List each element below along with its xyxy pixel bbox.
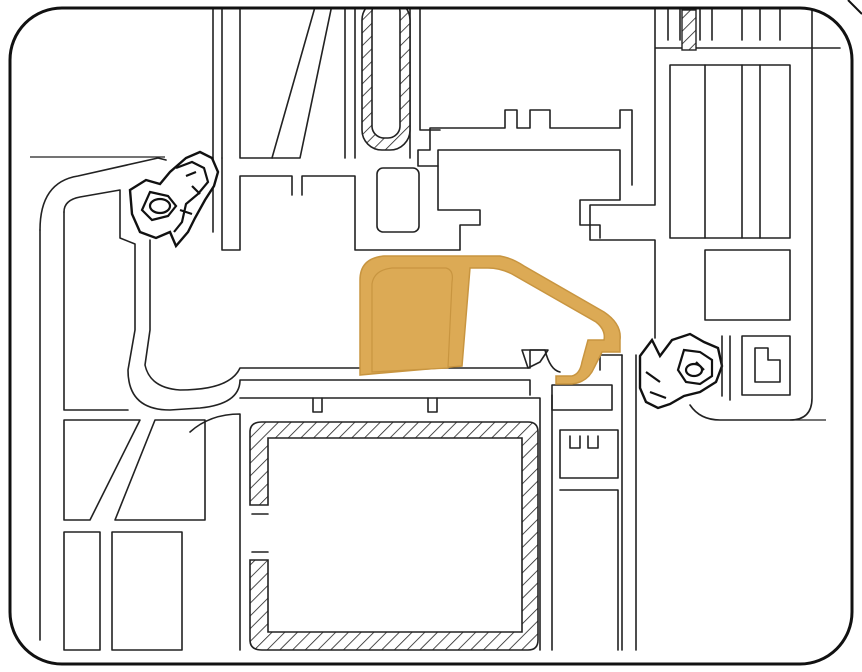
gasket-seal-left [128, 150, 220, 249]
frame-far-right-profile [589, 8, 841, 421]
thermal-insert [359, 255, 621, 385]
sash-upper-profile [212, 8, 633, 251]
profile-drawing [30, 8, 841, 651]
gasket-seal-right [638, 332, 731, 410]
frame-corner-mark [847, 0, 862, 15]
outer-frame-profile [39, 157, 561, 651]
frame-right-profile [521, 349, 637, 651]
steel-reinforcement [249, 421, 539, 651]
outer-frame-border [8, 6, 854, 666]
glazing-bead-reinforcement [361, 8, 411, 151]
